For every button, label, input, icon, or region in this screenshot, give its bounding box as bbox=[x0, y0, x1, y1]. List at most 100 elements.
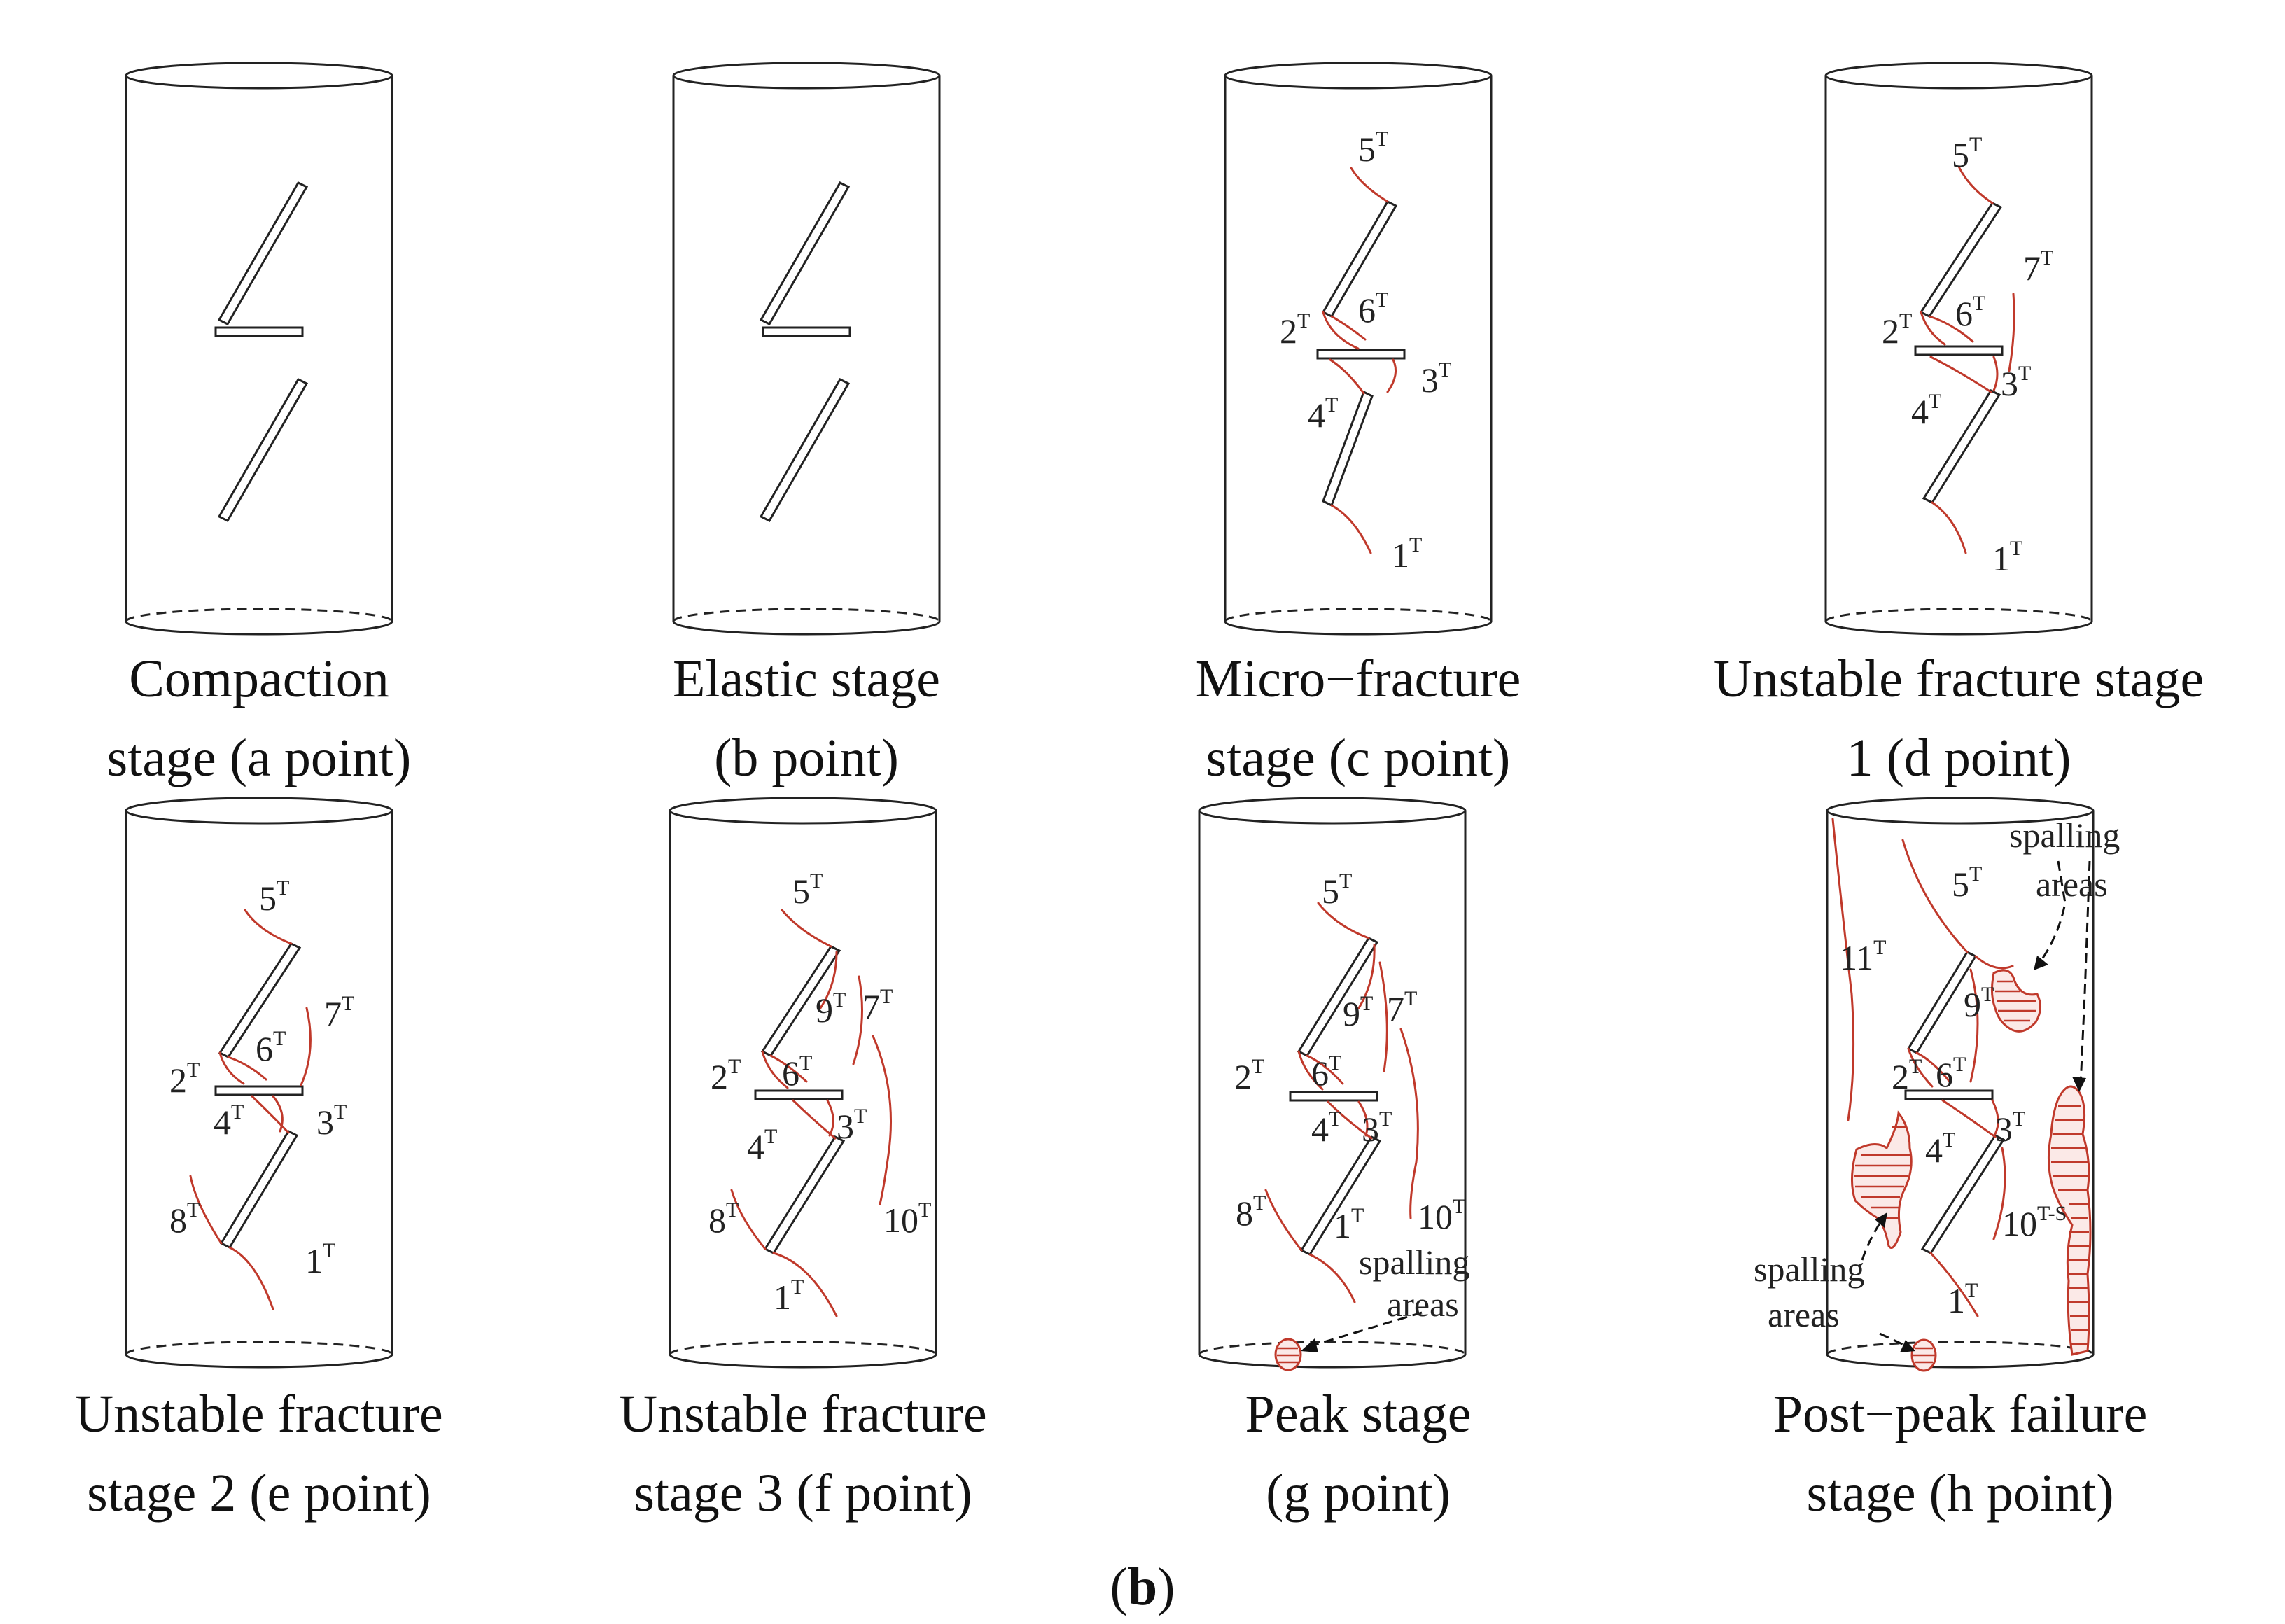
cylinder-outline bbox=[1826, 797, 2095, 1368]
crack-label: 10T bbox=[883, 1198, 931, 1240]
crack-label: 5T bbox=[259, 876, 289, 918]
caption-line-1: Peak stage bbox=[1245, 1385, 1472, 1443]
caption-line-1: Elastic stage bbox=[673, 650, 940, 708]
crack-paths bbox=[730, 909, 893, 1317]
crack-label: 5T bbox=[1952, 133, 1982, 174]
caption-line-2: (g point) bbox=[1266, 1464, 1451, 1522]
arrow-head bbox=[1900, 1340, 1915, 1352]
crack-label: 1T bbox=[1948, 1279, 1978, 1320]
caption-line-1: Unstable fracture bbox=[619, 1385, 986, 1443]
crack-label: 6T bbox=[1936, 1053, 1966, 1094]
crack-labels: 5T 7T 2T 6T 3T 4T 1T bbox=[1882, 133, 2053, 578]
crack-label: 4T bbox=[1311, 1107, 1341, 1149]
caption-line-2: stage (h point) bbox=[1806, 1464, 2113, 1522]
crack-label: 2T bbox=[1280, 309, 1310, 351]
crack-label: 5T bbox=[1322, 869, 1352, 911]
annotation-label: areas bbox=[1768, 1295, 1840, 1334]
pre-existing-flaws bbox=[214, 942, 304, 1249]
caption-line-1: Micro−fracture bbox=[1196, 650, 1521, 708]
spalling-regions bbox=[1274, 1338, 1302, 1371]
crack-paths bbox=[1831, 818, 2014, 1317]
crack-label: 8T bbox=[169, 1198, 200, 1240]
caption-line-1: Unstable fracture bbox=[75, 1385, 442, 1443]
crack-label: 1T bbox=[1392, 533, 1422, 575]
arrow-head bbox=[2034, 955, 2048, 970]
caption-line-2: stage (a point) bbox=[107, 729, 412, 788]
cylinder-outline bbox=[669, 797, 937, 1368]
crack-label: 10T bbox=[1418, 1195, 1465, 1236]
panel-e: 5T 7T 6T 2T 4T 3T 8T 1T Unstable fractur… bbox=[75, 797, 443, 1522]
caption-line-2: 1 (d point) bbox=[1847, 729, 2071, 788]
crack-paths bbox=[1920, 165, 2015, 554]
crack-label: 5T bbox=[792, 869, 823, 911]
annotation-arrow bbox=[1305, 1311, 1423, 1349]
panel-d: 5T 7T 2T 6T 3T 4T 1T Unstable fracture s… bbox=[1714, 62, 2204, 788]
caption-line-2: stage 3 (f point) bbox=[634, 1464, 972, 1522]
crack-labels: 5T 9T 7T 2T 6T 4T 3T 8T 10T 1T bbox=[708, 869, 931, 1317]
panel-c: 5T 2T 6T 3T 4T 1T Micro−fracture stage (… bbox=[1196, 62, 1521, 788]
crack-label: 2T bbox=[169, 1058, 200, 1100]
crack-label: 3T bbox=[316, 1100, 347, 1142]
crack-label: 4T bbox=[214, 1100, 244, 1142]
panel-a: Compaction stage (a point) bbox=[107, 62, 412, 788]
arrow-head bbox=[1875, 1212, 1887, 1228]
crack-label: 6T bbox=[1955, 292, 1985, 333]
crack-label: 10T-S bbox=[2002, 1202, 2067, 1243]
crack-paths bbox=[1322, 167, 1397, 554]
annotation-label: areas bbox=[2036, 864, 2108, 904]
crack-labels: 5T 7T 6T 2T 4T 3T 8T 1T bbox=[169, 876, 354, 1280]
crack-label: 6T bbox=[1358, 288, 1388, 330]
crack-labels: 11T 5T 9T 2T 6T 4T 3T 10T-S 1T bbox=[1840, 862, 2067, 1320]
crack-label: 3T bbox=[837, 1105, 867, 1146]
pre-existing-flaws bbox=[214, 181, 309, 522]
crack-label: 7T bbox=[1387, 987, 1417, 1028]
annotation-arrow bbox=[1879, 1332, 1910, 1349]
crack-label: 2T bbox=[1882, 309, 1912, 351]
spalling-regions bbox=[1850, 969, 2092, 1372]
cylinder-outline bbox=[1198, 797, 1467, 1368]
crack-labels: 5T 9T 7T 2T 6T 4T 3T 8T 1T 10T bbox=[1234, 869, 1465, 1245]
panel-b: Elastic stage (b point) bbox=[672, 62, 941, 788]
crack-label: 6T bbox=[782, 1051, 812, 1093]
crack-label: 4T bbox=[1308, 393, 1338, 435]
arrow-head bbox=[1301, 1338, 1318, 1352]
crack-paths bbox=[189, 909, 312, 1310]
pre-existing-flaws bbox=[1316, 200, 1406, 507]
crack-label: 1T bbox=[1334, 1204, 1364, 1245]
crack-label: 2T bbox=[711, 1055, 741, 1096]
pre-existing-flaws bbox=[759, 181, 851, 522]
crack-label: 11T bbox=[1840, 936, 1886, 977]
annotation-arrows bbox=[1861, 860, 2091, 1352]
annotation-arrow bbox=[2079, 860, 2091, 1086]
annotation-label: spalling bbox=[2009, 816, 2120, 855]
crack-label: 5T bbox=[1358, 127, 1388, 169]
arrow-head bbox=[2072, 1077, 2086, 1092]
crack-label: 6T bbox=[1311, 1051, 1341, 1093]
crack-label: 6T bbox=[256, 1027, 286, 1068]
cylinder-outline bbox=[1224, 62, 1493, 636]
crack-labels: 5T 2T 6T 3T 4T 1T bbox=[1280, 127, 1451, 575]
crack-label: 4T bbox=[1925, 1128, 1955, 1170]
crack-label: 1T bbox=[774, 1275, 804, 1317]
crack-label: 4T bbox=[747, 1125, 777, 1166]
annotation-label: areas bbox=[1387, 1284, 1459, 1324]
crack-label: 8T bbox=[1236, 1191, 1266, 1233]
pre-existing-flaws bbox=[754, 945, 846, 1254]
panel-h: 11T 5T 9T 2T 6T 4T 3T 10T-S 1T spalling … bbox=[1754, 797, 2147, 1522]
crack-label: 7T bbox=[862, 985, 893, 1026]
pre-existing-flaws bbox=[1914, 202, 2004, 504]
crack-label: 2T bbox=[1234, 1055, 1264, 1096]
crack-label: 1T bbox=[1992, 537, 2022, 578]
caption-line-1: Unstable fracture stage bbox=[1714, 650, 2204, 708]
crack-label: 8T bbox=[708, 1198, 739, 1240]
annotation-label: spalling bbox=[1754, 1250, 1864, 1289]
crack-label: 9T bbox=[816, 988, 846, 1030]
crack-label: 7T bbox=[2023, 246, 2053, 288]
crack-label: 9T bbox=[1964, 983, 1994, 1024]
crack-label: 3T bbox=[1421, 358, 1451, 400]
cylinder-outline bbox=[125, 797, 393, 1368]
figure-label: (b) bbox=[1110, 1558, 1175, 1616]
panel-f: 5T 9T 7T 2T 6T 4T 3T 8T 10T 1T Unstable … bbox=[619, 797, 987, 1522]
annotation-arrow bbox=[1861, 1217, 1885, 1261]
